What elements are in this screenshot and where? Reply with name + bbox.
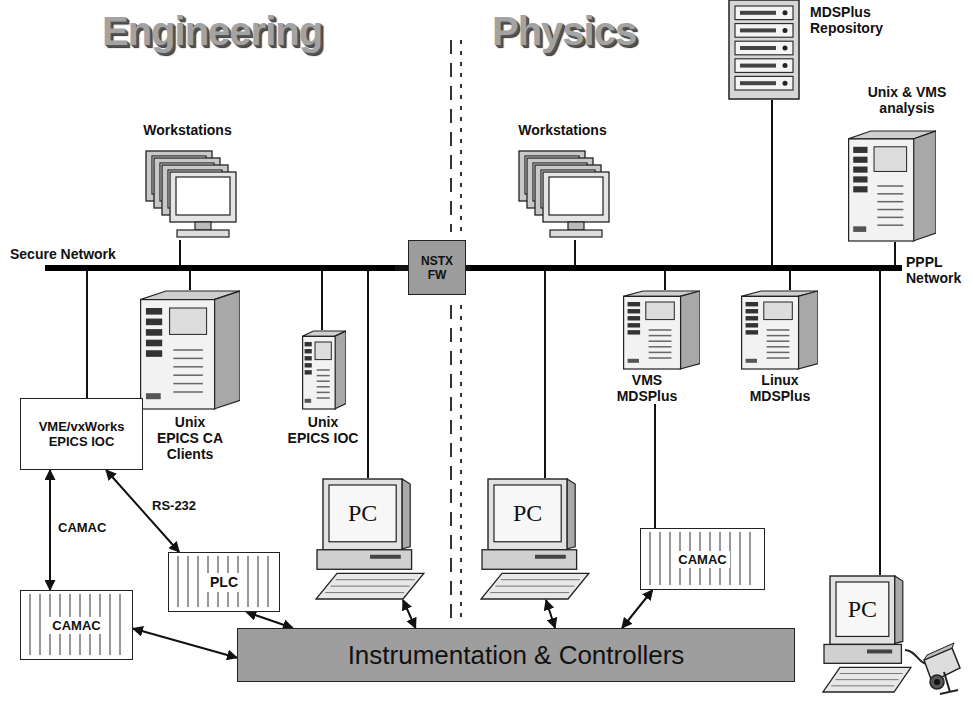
firewall-box: NSTX FW bbox=[408, 240, 466, 295]
connector-line bbox=[367, 271, 369, 478]
section-title: Engineering bbox=[102, 8, 322, 54]
device-icon bbox=[741, 290, 818, 374]
device-icon bbox=[302, 330, 346, 414]
box-label: NSTX FW bbox=[409, 253, 465, 283]
connector-line bbox=[622, 590, 652, 628]
connector-line bbox=[133, 629, 237, 658]
plc-box: PLC bbox=[168, 552, 280, 612]
server-icon: VMS MDSPlus bbox=[600, 290, 705, 404]
pc-icon: PC bbox=[822, 575, 912, 693]
connector-line bbox=[544, 271, 546, 478]
screen-label: PC bbox=[837, 583, 888, 635]
device-icon bbox=[848, 130, 936, 242]
device-label: Workstations bbox=[505, 122, 620, 138]
pc-icon bbox=[822, 575, 912, 697]
device-label: MDSPlus Repository bbox=[810, 4, 902, 36]
pc-icon bbox=[480, 478, 590, 600]
link-label: CAMAC bbox=[56, 520, 108, 535]
device-label: Unix EPICS IOC bbox=[287, 414, 359, 446]
connector-line bbox=[894, 242, 896, 265]
device-icon bbox=[140, 290, 240, 410]
device-label: Linux MDSPlus bbox=[745, 372, 815, 404]
connector-line bbox=[546, 600, 555, 628]
device-icon bbox=[623, 290, 700, 370]
pc-icon bbox=[480, 478, 590, 604]
server-icon: Linux MDSPlus bbox=[737, 290, 823, 404]
connector-line bbox=[789, 271, 791, 290]
box-label: CAMAC bbox=[49, 617, 103, 634]
device-icon bbox=[741, 290, 818, 370]
connector-line bbox=[321, 271, 323, 330]
connector-line bbox=[179, 240, 181, 265]
connector-line bbox=[86, 271, 88, 398]
connector-line bbox=[189, 271, 191, 290]
camac-crate: CAMAC bbox=[640, 528, 765, 590]
device-label: Unix EPICS CA Clients bbox=[154, 414, 227, 462]
camac-crate: CAMAC bbox=[20, 590, 133, 660]
device-icon bbox=[728, 0, 800, 104]
server-icon: Unix & VMS analysis bbox=[845, 84, 969, 242]
device-icon bbox=[140, 290, 240, 414]
instrument-band: Instrumentation & Controllers bbox=[237, 628, 795, 682]
screen-label: PC bbox=[330, 486, 395, 541]
device-icon bbox=[848, 130, 936, 246]
device-icon bbox=[728, 0, 800, 100]
device-icon bbox=[145, 150, 237, 240]
device-icon bbox=[145, 150, 237, 244]
pc-icon bbox=[822, 575, 912, 693]
connector-line bbox=[246, 612, 292, 628]
device-icon bbox=[302, 330, 346, 410]
device-icon bbox=[623, 290, 700, 374]
pc-icon: PC bbox=[315, 478, 425, 600]
connector-line bbox=[771, 100, 773, 265]
workstation-icon: Workstations bbox=[130, 122, 245, 240]
network-bus: Secure Network bbox=[45, 265, 395, 271]
divider-line bbox=[451, 40, 461, 620]
server-icon: Unix EPICS CA Clients bbox=[135, 290, 245, 466]
device-label: Workstations bbox=[130, 122, 245, 138]
network-bus-line bbox=[395, 265, 408, 271]
device-label: Unix & VMS analysis bbox=[857, 84, 957, 116]
box-label: Instrumentation & Controllers bbox=[345, 639, 688, 672]
camera-illustration bbox=[905, 643, 960, 694]
connector-line bbox=[664, 271, 666, 290]
pc-icon: PC bbox=[480, 478, 590, 600]
network-label: PPPL Network bbox=[906, 254, 968, 286]
connector-line bbox=[654, 404, 656, 528]
screen-label: PC bbox=[495, 486, 560, 541]
section-title: Physics bbox=[492, 8, 636, 54]
device-label: VMS MDSPlus bbox=[612, 372, 682, 404]
device-icon bbox=[518, 150, 610, 240]
box-label: PLC bbox=[207, 573, 241, 592]
connector-line bbox=[879, 271, 881, 575]
server-icon: Unix EPICS IOC bbox=[283, 330, 363, 446]
workstation-icon: Workstations bbox=[505, 122, 620, 240]
box-label: CAMAC bbox=[675, 551, 729, 568]
network-bus: PPPL Network bbox=[470, 265, 902, 271]
connector-line bbox=[574, 240, 576, 265]
ioc-box: VME/vxWorks EPICS IOC bbox=[20, 398, 143, 470]
pc-icon bbox=[315, 478, 425, 600]
connector-line bbox=[49, 470, 51, 590]
device-icon bbox=[518, 150, 610, 244]
link-label: RS-232 bbox=[150, 498, 198, 513]
network-label: Secure Network bbox=[10, 246, 116, 262]
pc-icon bbox=[315, 478, 425, 604]
box-label: VME/vxWorks EPICS IOC bbox=[21, 418, 142, 450]
connector-line bbox=[403, 600, 416, 628]
